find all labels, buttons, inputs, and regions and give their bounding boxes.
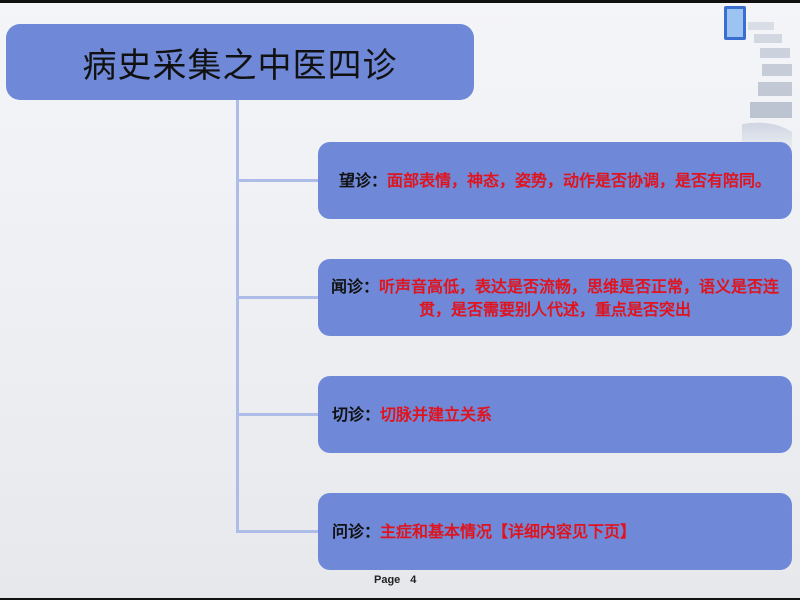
item-label: 切诊：	[332, 405, 381, 424]
item-box-listening: 闻诊：听声音高低，表达是否流畅，思维是否正常，语义是否连贯，是否需要别人代述，重…	[318, 259, 792, 336]
item-box-pulse: 切诊：切脉并建立关系	[318, 376, 792, 453]
item-label: 问诊：	[332, 522, 381, 541]
page-word: Page	[374, 574, 401, 586]
title-box: 病史采集之中医四诊	[6, 24, 474, 100]
page-footer: Page 4	[374, 574, 426, 586]
item-text: 听声音高低，表达是否流畅，思维是否正常，语义是否连贯，是否需要别人代述，重点是否…	[379, 276, 780, 319]
page-number: 4	[410, 574, 417, 586]
connector-branch-1	[236, 179, 318, 182]
slide-title: 病史采集之中医四诊	[82, 45, 398, 86]
item-text: 切脉并建立关系	[380, 405, 493, 424]
item-box-inspection: 望诊：面部表情，神态，姿势，动作是否协调，是否有陪同。	[318, 142, 792, 219]
item-label: 望诊：	[338, 171, 387, 190]
connector-branch-3	[236, 413, 318, 416]
connector-branch-4	[236, 530, 318, 533]
item-box-inquiry: 问诊：主症和基本情况【详细内容见下页】	[318, 493, 792, 570]
connector-trunk	[236, 100, 239, 532]
bottom-border	[0, 598, 800, 600]
item-label: 闻诊：	[330, 276, 379, 296]
item-text: 面部表情，神态，姿势，动作是否协调，是否有陪同。	[387, 171, 772, 190]
item-text: 主症和基本情况【详细内容见下页】	[380, 522, 637, 541]
top-border	[0, 0, 800, 3]
connector-branch-2	[236, 296, 318, 299]
staircase-decoration	[724, 6, 792, 154]
